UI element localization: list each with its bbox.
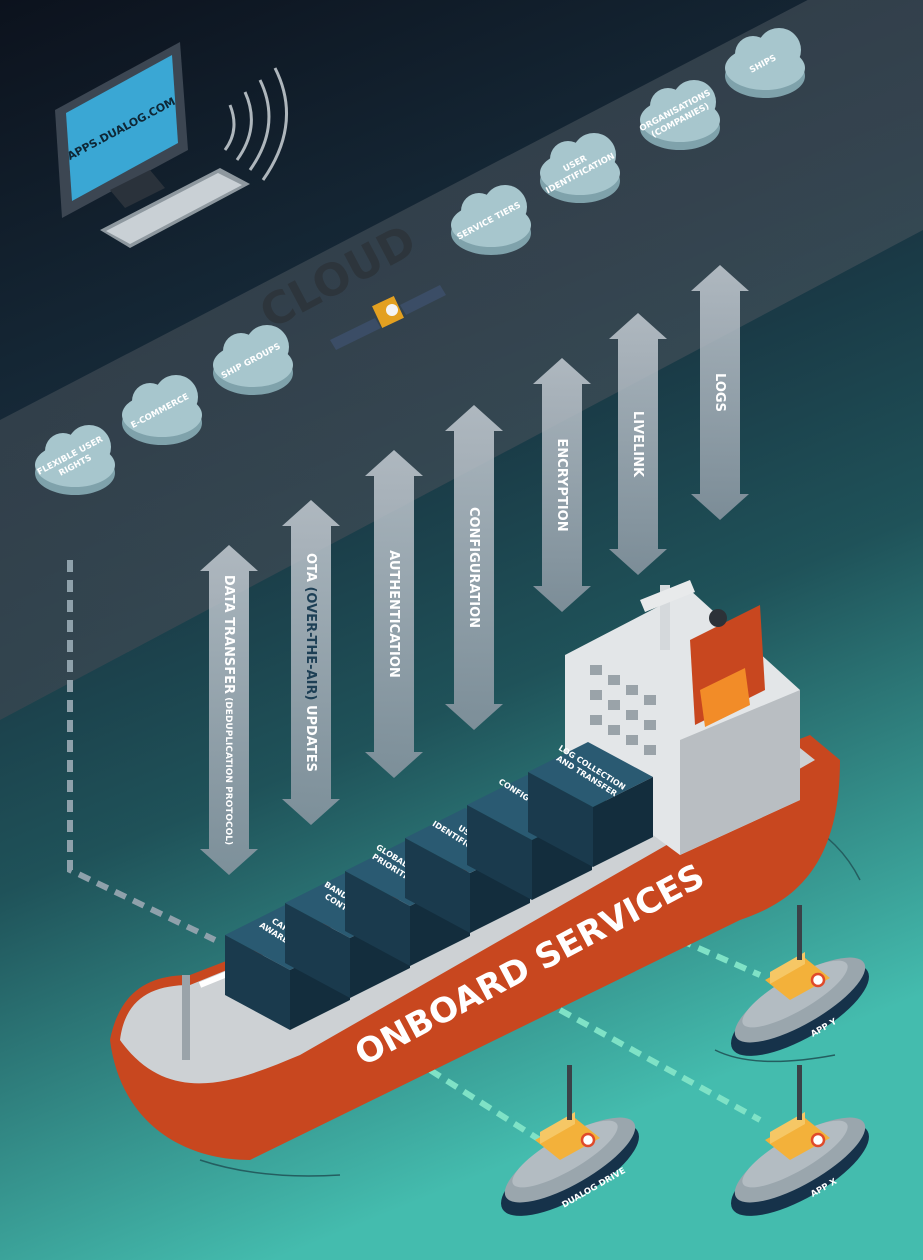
- arrow-label: OTA (OVER-THE-AIR) UPDATES: [304, 553, 319, 772]
- cloud-item: SHIPS: [725, 28, 805, 98]
- arrow-label: LOGS: [713, 373, 728, 412]
- arrow-label: LIVELINK: [631, 411, 646, 478]
- double-arrow: AUTHENTICATION: [365, 450, 423, 778]
- arrow-label-main: OTA: [304, 553, 319, 582]
- tugboat: APP X: [731, 1065, 869, 1216]
- cloud-item: USERIDENTIFICATION: [540, 133, 620, 203]
- arrow-label: ENCRYPTION: [555, 438, 570, 531]
- cloud-item: E-COMMERCE: [122, 375, 202, 445]
- cloud-item: FLEXIBLE USERRIGHTS: [35, 425, 115, 495]
- arrow-label-main: AUTHENTICATION: [387, 550, 402, 678]
- arrow-label: DATA TRANSFER (DEDUPLICATION PROTOCOL): [222, 575, 237, 845]
- dashed-links: [67, 560, 762, 1143]
- desktop-computer-icon: APPS.DUALOG.COM: [55, 42, 250, 248]
- arrow-label-main: DATA TRANSFER: [222, 575, 237, 694]
- arrow-label-sub: (DEDUPLICATION PROTOCOL): [224, 694, 234, 845]
- arrow-label-main: CONFIGURATION: [467, 507, 482, 628]
- arrow-label-highlight: (OVER-THE-AIR): [304, 582, 319, 700]
- double-arrow: OTA (OVER-THE-AIR) UPDATES: [282, 500, 340, 825]
- double-arrow: DATA TRANSFER (DEDUPLICATION PROTOCOL): [200, 545, 258, 875]
- arrow-label: AUTHENTICATION: [387, 550, 402, 678]
- satellite-icon: [330, 285, 446, 350]
- double-arrow: LIVELINK: [609, 313, 667, 575]
- arrow-label-main: LIVELINK: [631, 411, 646, 478]
- cloud-item: SHIP GROUPS: [213, 325, 293, 395]
- double-arrow: ENCRYPTION: [533, 358, 591, 612]
- arrow-list: DATA TRANSFER (DEDUPLICATION PROTOCOL) OT…: [200, 265, 749, 875]
- double-arrow: CONFIGURATION: [445, 405, 503, 730]
- container-list: CARRIERAWARENESSBANDWIDTHCONTROLGLOBAL T…: [225, 742, 653, 1030]
- double-arrow: LOGS: [691, 265, 749, 520]
- arrow-label-main: LOGS: [713, 373, 728, 412]
- wifi-signal-icon: [223, 67, 289, 181]
- cloud-band: [0, 0, 923, 720]
- container-box: LOG COLLECTIONAND TRANSFER: [528, 742, 653, 867]
- arrow-label-main: ENCRYPTION: [555, 438, 570, 531]
- arrow-label-sub: UPDATES: [304, 700, 319, 772]
- cloud-item: SERVICE TIERS: [451, 185, 531, 255]
- arrow-label: CONFIGURATION: [467, 507, 482, 628]
